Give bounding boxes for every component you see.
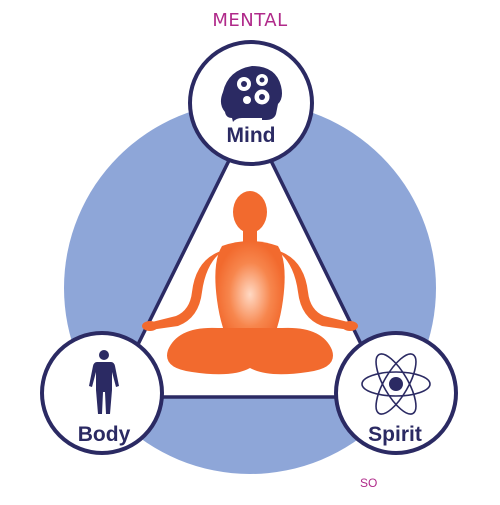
human-figure-icon (89, 350, 119, 414)
body-label: Body (77, 423, 131, 446)
mind-node (188, 40, 314, 166)
spirit-node (334, 331, 458, 455)
head-gears-icon (220, 66, 282, 122)
mind-label: Mind (226, 124, 276, 147)
spirit-label: Spirit (368, 423, 422, 446)
body-node (40, 331, 164, 455)
bottom-cropped-text: SO (360, 476, 378, 490)
meditating-person-icon (142, 191, 358, 375)
atom-icon (361, 353, 431, 415)
mental-label: MENTAL (212, 10, 288, 31)
